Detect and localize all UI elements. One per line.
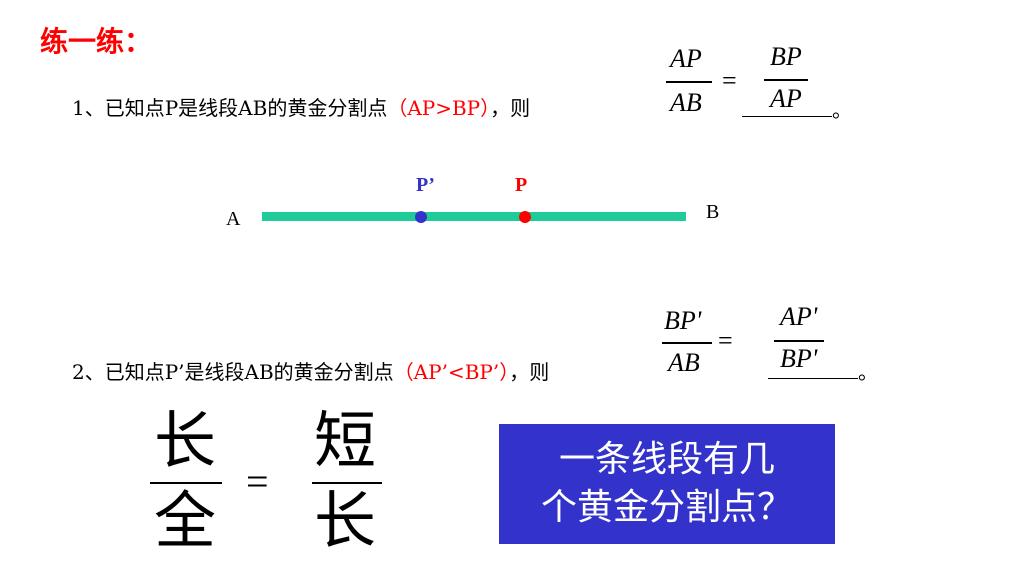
mnemonic-left-numerator: 长 [154,404,217,477]
q1-period: 。 [832,98,852,122]
q1-frac1-bar [666,81,712,83]
segment-ab [262,212,686,221]
q1-frac2-bar [764,79,808,81]
question-box-line-2: 个黄金分割点？ [540,487,793,528]
label-b: B [706,201,720,223]
golden-point-question-box: 一条线段有几 个黄金分割点？ [499,424,835,544]
question-1-suffix: ，则 [490,96,531,120]
question-1-condition: （AP>BP） [387,96,491,120]
mnemonic-right-numerator: 短 [314,404,377,477]
question-2-condition: （AP’<BP’） [393,360,510,384]
q1-frac2-denominator: AP [770,84,802,113]
label-p-prime: P’ [416,174,435,196]
question-box-line-1: 一条线段有几 [558,439,775,480]
mnemonic-equals: = [246,459,269,504]
slide-title: 练一练： [40,25,153,58]
question-2-text: 2、已知点P’是线段AB的黄金分割点（AP’<BP’），则 [72,356,549,385]
label-a: A [226,208,241,230]
q1-answer-blank [742,116,832,117]
label-p: P [515,174,528,196]
q2-frac1-bar [662,342,712,344]
q2-frac2-denominator: BP' [780,344,818,373]
point-p [519,211,531,223]
q1-frac1-denominator: AB [670,88,702,117]
q2-equals: = [718,326,733,355]
q2-answer-blank [768,378,858,379]
mnemonic-right-denominator: 长 [314,484,377,557]
point-p-prime [415,211,427,223]
question-1-text: 1、已知点P是线段AB的黄金分割点（AP>BP），则 [72,92,530,121]
mnemonic-right-bar [312,482,382,484]
q2-frac1-denominator: AB [668,348,700,377]
q1-equals: = [722,66,737,95]
q2-frac2-numerator: AP' [780,302,818,331]
q2-frac2-bar [774,340,824,342]
mnemonic-left-bar [150,482,222,484]
q2-period: 。 [858,360,878,384]
q2-frac1-numerator: BP' [664,306,702,335]
q1-frac2-numerator: BP [770,42,802,71]
question-1-prefix: 1、已知点P是线段AB的黄金分割点 [72,96,388,120]
question-2-prefix: 2、已知点P’是线段AB的黄金分割点 [72,360,394,384]
q1-frac1-numerator: AP [670,44,702,73]
mnemonic-left-denominator: 全 [154,484,217,557]
question-2-suffix: ，则 [509,360,550,384]
